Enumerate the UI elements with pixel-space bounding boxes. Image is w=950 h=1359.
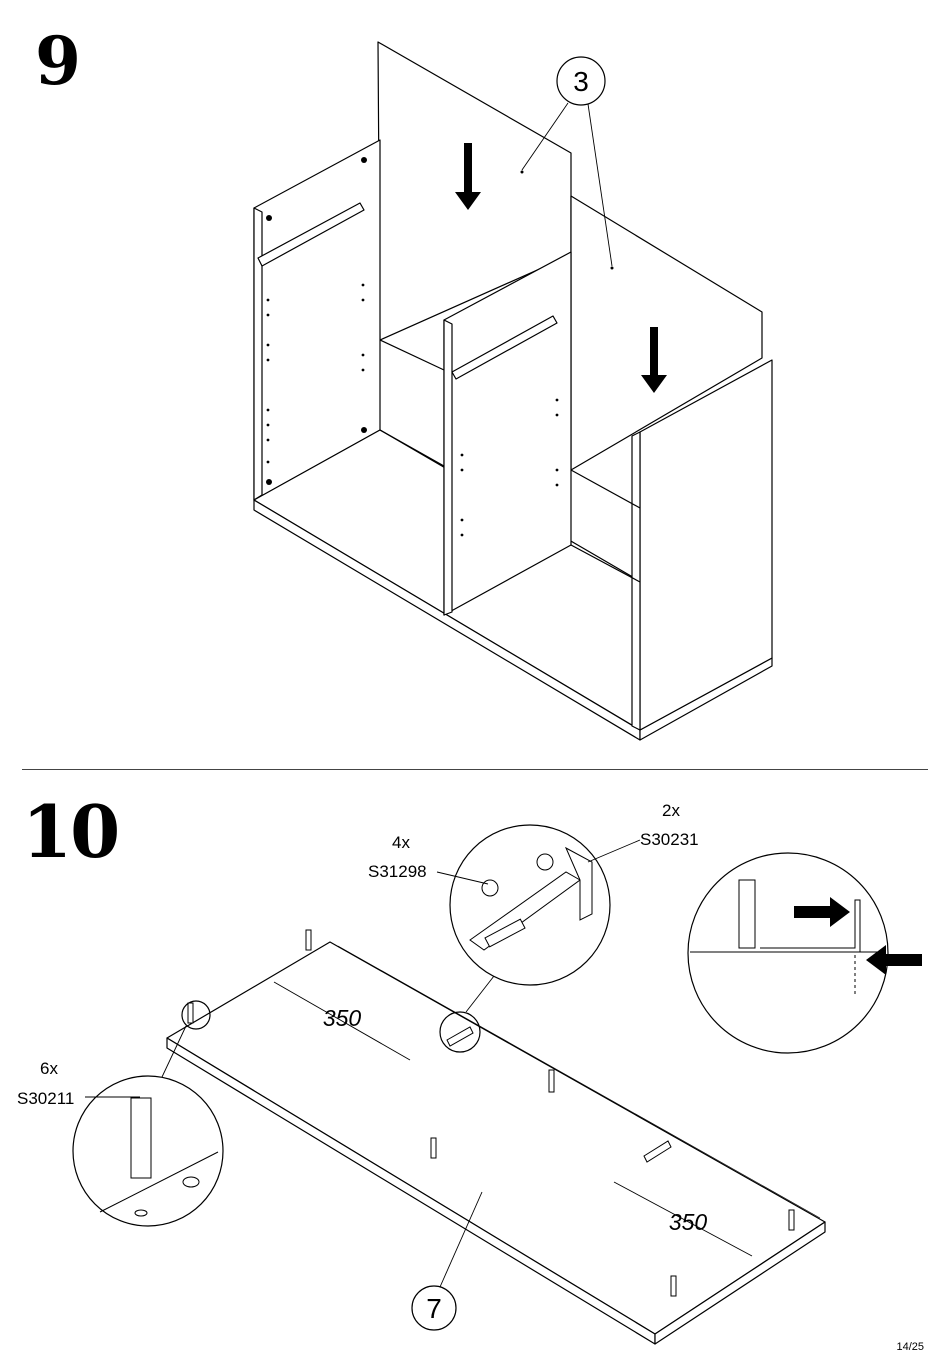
step-10-illustration: 350 350 — [0, 770, 950, 1359]
svg-text:3: 3 — [573, 66, 589, 97]
qty-label: 6x — [40, 1060, 58, 1077]
svg-text:7: 7 — [426, 1293, 442, 1324]
qty-label: 4x — [392, 834, 410, 851]
page-number: 14/25 — [896, 1341, 924, 1353]
detail-fit-circle — [688, 853, 888, 1053]
part-code-label: S30231 — [640, 831, 699, 848]
dimension-350-left: 350 — [323, 1005, 362, 1031]
step-9-illustration: 3 — [0, 0, 950, 770]
qty-label: 2x — [662, 802, 680, 819]
dimension-350-right: 350 — [669, 1209, 708, 1235]
part-code-label: S30211 — [17, 1090, 74, 1107]
part-code-label: S31298 — [368, 863, 427, 880]
